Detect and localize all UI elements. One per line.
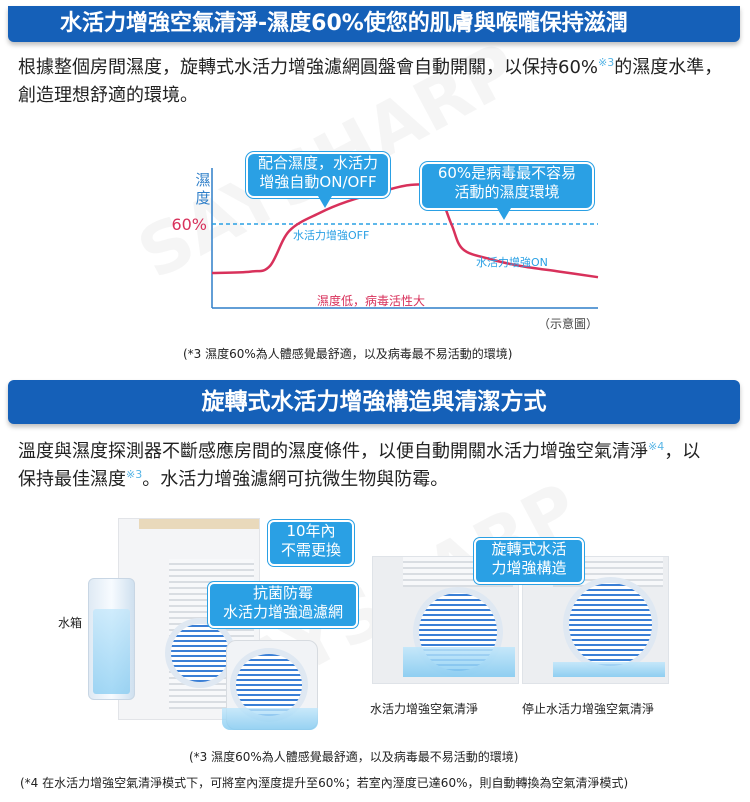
chart-off-label: 水活力增強OFF [293,228,369,242]
label-water-tank: 水箱 [58,616,83,630]
chart-on-label: 水活力增強ON [476,255,548,269]
section2-footnote4: (*4 在水活力增強空氣清淨模式下，可將室內溼度提升至60%；若室內溼度已達60… [20,776,629,790]
filter-disc-front [230,648,308,722]
callout-virus-humidity-text: 60%是病毒最不容易活動的濕度環境 [437,164,577,201]
footnote-ref-3: ※3 [126,468,143,481]
section2-para-c: 。水活力增強濾網可抗微生物與防霉。 [142,469,449,490]
section2-title: 旋轉式水活力增強構造與清潔方式 [8,380,740,424]
humidity-chart: 濕 度 60% 水活力增強OFF 水活力增強ON 濕度低，病毒活性大 （示意圖） [171,168,599,331]
label-purify-on: 水活力增強空氣清淨 [370,702,479,716]
chart-note: （示意圖） [538,316,598,331]
chart-ylabel-2: 度 [195,189,210,207]
footnote-ref-3: ※3 [598,56,615,69]
tag-antibacterial-filter-text: 抗菌防霉水活力增強過濾網 [222,584,343,621]
callout-auto-onoff-text: 配合濕度，水活力增強自動ON/OFF [257,154,378,191]
section2-para-a: 溫度與濕度探測器不斷感應房間的濕度條件，以便自動開關水活力增強空氣清淨 [18,441,648,462]
chart-low-label: 濕度低，病毒活性大 [317,293,425,308]
callout-auto-onoff: 配合濕度，水活力增強自動ON/OFF [246,152,390,208]
callout-tail [318,196,332,208]
on-water-tray [403,647,515,677]
callout-virus-humidity: 60%是病毒最不容易活動的濕度環境 [420,162,594,220]
footnote-ref-4: ※4 [648,440,665,453]
section1-para-a: 根據整個房間濕度，旋轉式水活力增強濾網圓盤會自動開關，以保持60% [18,57,599,78]
section2-footnote3: (*3 濕度60%為人體感覺最舒適，以及病毒最不易活動的環境) [189,750,519,764]
chart-ylabel-1: 濕 [195,171,210,189]
section1-para-b: 的濕度水準，創造理想舒適的環境。 [18,57,723,106]
tag-ten-years-text: 10年內不需更換 [280,522,341,559]
filter-disc-back [165,618,235,688]
callout-tail [497,208,511,220]
purifier-top-panel [139,519,259,529]
label-purify-off: 停止水活力增強空氣清淨 [522,702,655,716]
section2-paragraph: 溫度與濕度探測器不斷感應房間的濕度條件，以便自動開關水活力增強空氣清淨※4，以保… [18,438,718,494]
filter-water-tray [222,708,318,730]
off-filter-disc [563,577,658,672]
section1-title: 水活力增強空氣清淨-濕度60%使您的肌膚與喉嚨保持滋潤 [8,6,740,42]
purifier-on-image [372,556,519,684]
off-water-tray [553,662,665,677]
chart-threshold-label: 60% [171,215,207,234]
section1-footnote: (*3 濕度60%為人體感覺最舒適，以及病毒最不易活動的環境) [183,347,513,361]
tag-antibacterial-filter: 抗菌防霉水活力增強過濾網 [208,582,358,628]
tank-water [93,609,130,694]
tag-rotating-structure-text: 旋轉式水活力增強構造 [491,540,567,577]
section2-para-b: ，以保持最佳濕度 [18,441,701,490]
water-tank-image [88,578,135,700]
section1-paragraph: 根據整個房間濕度，旋轉式水活力增強濾網圓盤會自動開關，以保持60%※3的濕度水準… [18,54,738,110]
tag-rotating-structure: 旋轉式水活力增強構造 [474,538,584,584]
tag-ten-years: 10年內不需更換 [268,520,354,566]
